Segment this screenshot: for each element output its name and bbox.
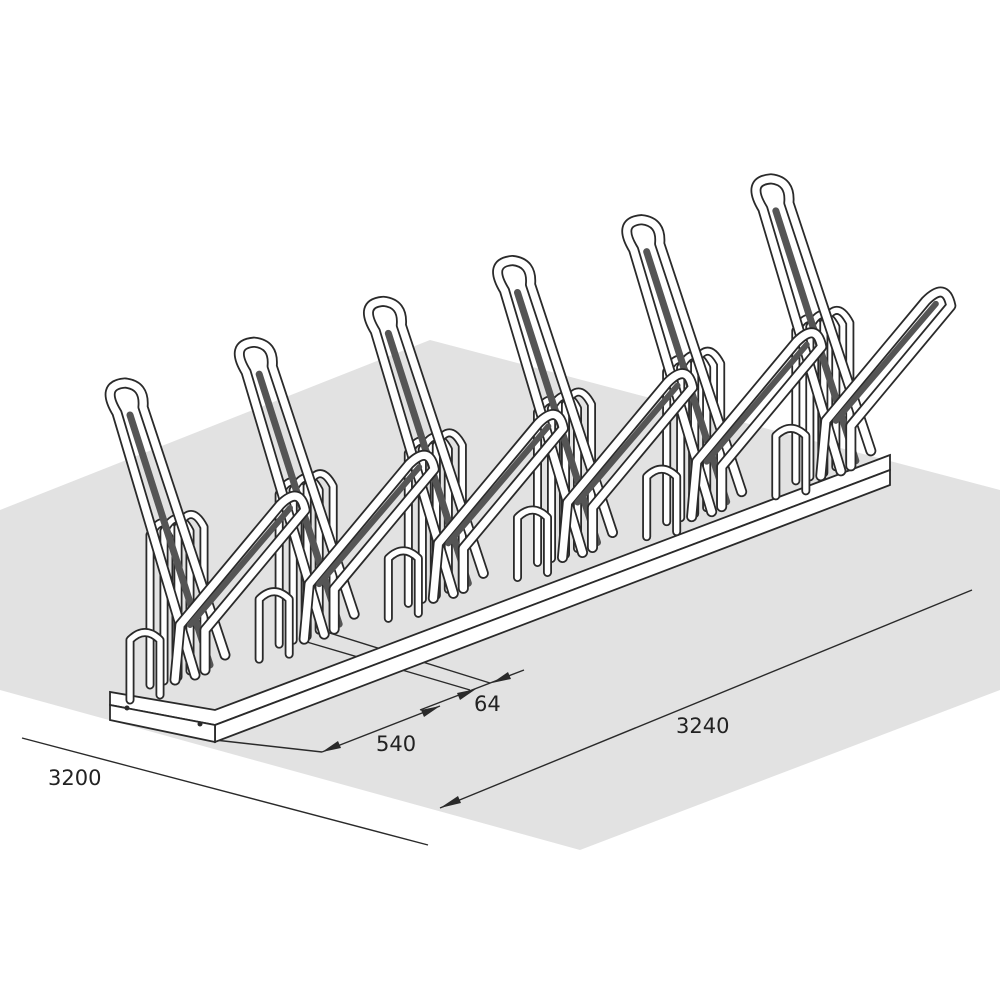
high-stand-6 (750, 173, 877, 486)
bolt (197, 721, 203, 727)
lower-holder (513, 505, 552, 582)
low-stand-2 (254, 449, 440, 664)
base-rail-end (109, 703, 216, 744)
low-stand-6 (771, 286, 957, 501)
high-stand-3 (363, 295, 489, 608)
arrow-3240 (440, 796, 461, 808)
high-stand-5 (621, 214, 748, 527)
low-stand-5 (642, 327, 828, 542)
dark-strip (445, 423, 552, 547)
arrow-64-a (457, 689, 476, 700)
low-stand-1 (125, 490, 311, 705)
dim-label-offset: 64 (474, 692, 501, 716)
lower-holder (254, 587, 294, 664)
dim-line-3240 (439, 589, 973, 809)
front-loop (686, 327, 828, 523)
dark-strip (574, 382, 681, 506)
arrow-540-a (322, 741, 341, 752)
front-loop (169, 490, 311, 686)
dim-label-total-depth: 3200 (48, 766, 101, 790)
bolt (124, 705, 130, 711)
tilted-loop (363, 295, 489, 599)
dark-strip (126, 411, 214, 669)
dark-strip (316, 464, 423, 588)
base-frame (109, 453, 891, 744)
dim-line-3200 (21, 737, 429, 846)
tilted-loop (750, 173, 877, 477)
front-loop (557, 368, 698, 563)
dimension-lines (21, 589, 973, 846)
lower-holder (771, 423, 811, 501)
dim-line-540 (321, 705, 441, 753)
arrow-64-b (492, 672, 511, 683)
tilted-loop (233, 336, 360, 640)
front-loop (298, 449, 440, 645)
tilted-loop (104, 377, 231, 681)
low-stand-4 (513, 368, 698, 582)
bike-rack (104, 173, 957, 744)
high-stand-1 (104, 377, 231, 690)
front-loop (815, 286, 957, 482)
dark-strip (832, 300, 939, 424)
low-stand-3 (383, 409, 569, 623)
ext-line-1 (214, 739, 323, 753)
dark-strip (703, 341, 810, 465)
lower-holder (383, 546, 423, 623)
dim-label-total-length: 3240 (676, 714, 729, 738)
dark-strip (187, 505, 293, 628)
tilted-loop (621, 214, 748, 518)
arrow-540-b (421, 706, 440, 717)
dim-label-spacing: 540 (376, 732, 416, 756)
lower-holder (125, 628, 165, 705)
tilted-loop (492, 255, 618, 558)
lower-holder (642, 464, 682, 542)
front-loop (427, 409, 569, 604)
